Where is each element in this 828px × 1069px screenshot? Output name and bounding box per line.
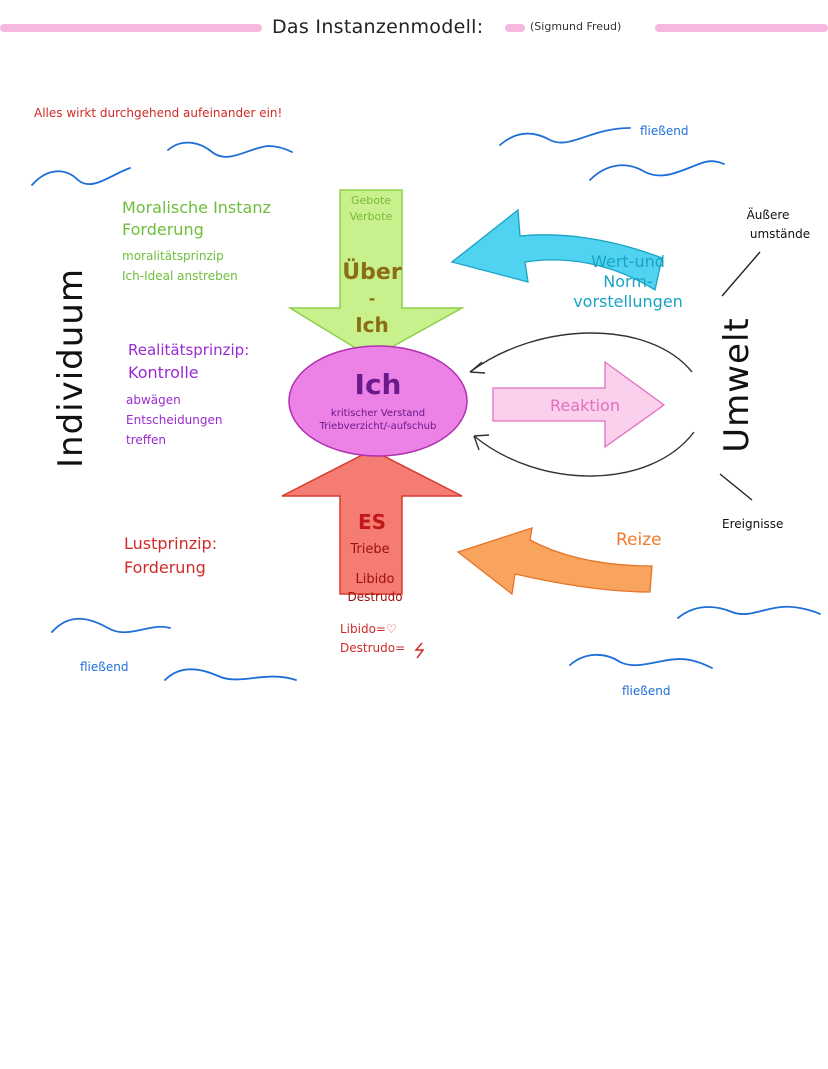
reaktion-label: Reaktion [550, 396, 620, 415]
ueber-ich-desc2: Forderung [122, 220, 204, 239]
reaktion-arrow [492, 360, 666, 449]
wave-top-left-1 [31, 167, 131, 186]
ueber-ich-desc3: moralitätsprinzip [122, 249, 224, 263]
wave-bottom-left-2 [164, 668, 297, 681]
note-top: Alles wirkt durchgehend aufeinander ein! [34, 106, 283, 120]
wave-top-right-1 [499, 127, 631, 146]
ereignisse-label: Ereignisse [722, 517, 784, 531]
flow-label-top: fließend [640, 124, 689, 138]
connector-ereignisse [719, 473, 753, 501]
ueber-ich-name2: - [368, 289, 376, 308]
werte-line1: Wert-und [591, 252, 665, 271]
ich-name: Ich [354, 368, 402, 401]
es-line3: Destrudo [347, 590, 403, 604]
arc-bottom [473, 431, 695, 477]
feedback-arcs [469, 332, 695, 477]
flow-waves [31, 127, 821, 681]
wave-bottom-left-1 [51, 617, 171, 634]
es-note1: Libido=♡ [340, 622, 397, 636]
aeussere-line2: umstände [749, 227, 811, 241]
wave-top-left-2 [167, 141, 293, 158]
ich-sub1: kritischer Verstand [330, 408, 426, 419]
aeussere-line1: Äußere [746, 208, 790, 222]
page-subtitle: (Sigmund Freud) [530, 20, 622, 33]
arc-top [469, 332, 693, 373]
reize-label: Reize [616, 530, 662, 550]
connector-aeussere [721, 251, 761, 297]
es-desc1: Lustprinzip: [124, 534, 218, 553]
werte-line2: Norm- [603, 272, 653, 291]
ueber-ich-box-line1: Gebote [350, 194, 392, 207]
ueber-ich-box-line2: Verbote [349, 210, 393, 223]
es-arrow [281, 449, 463, 595]
title-bar-mid [505, 24, 525, 32]
umwelt-connectors [719, 251, 761, 501]
title-bar-left [0, 24, 262, 32]
lightning-icon [414, 642, 425, 659]
arc-top-head [469, 361, 486, 374]
ich-desc2: Kontrolle [128, 363, 199, 382]
ueber-ich-arrow [287, 189, 465, 359]
es-desc2: Forderung [124, 558, 206, 577]
ich-desc1: Realitätsprinzip: [128, 341, 250, 359]
arc-bottom-head [473, 434, 490, 451]
wave-top-right-2 [589, 160, 725, 181]
es-line1: Triebe [350, 542, 390, 557]
umwelt-label: Umwelt [717, 317, 757, 453]
es-note2: Destrudo= [340, 641, 406, 655]
wave-bottom-right-1 [677, 605, 821, 619]
wave-bottom-right-2 [569, 653, 713, 669]
ueber-ich-desc1: Moralische Instanz [122, 198, 271, 217]
es-name: ES [357, 510, 387, 534]
reize-arrow [456, 527, 653, 596]
flow-label-bottom-left: fließend [80, 660, 129, 674]
ich-desc3: abwägen [126, 393, 181, 407]
ich-desc4: Entscheidungen [126, 413, 223, 427]
ich-desc5: treffen [126, 433, 167, 447]
ich-sub2: Triebverzicht/-aufschub [319, 421, 437, 432]
ueber-ich-name1: Über [342, 260, 402, 285]
title-bar-right [655, 24, 828, 32]
werte-arrow [450, 208, 663, 292]
ueber-ich-name3: Ich [355, 313, 389, 337]
werte-line3: vorstellungen [573, 292, 683, 311]
page-title: Das Instanzenmodell: [272, 16, 484, 38]
es-line2: Libido [355, 572, 395, 587]
ich-ellipse [288, 345, 468, 457]
flow-label-bottom-right: fließend [622, 684, 671, 698]
individuum-label: Individuum [51, 268, 91, 468]
ueber-ich-desc4: Ich-Ideal anstreben [122, 269, 238, 283]
